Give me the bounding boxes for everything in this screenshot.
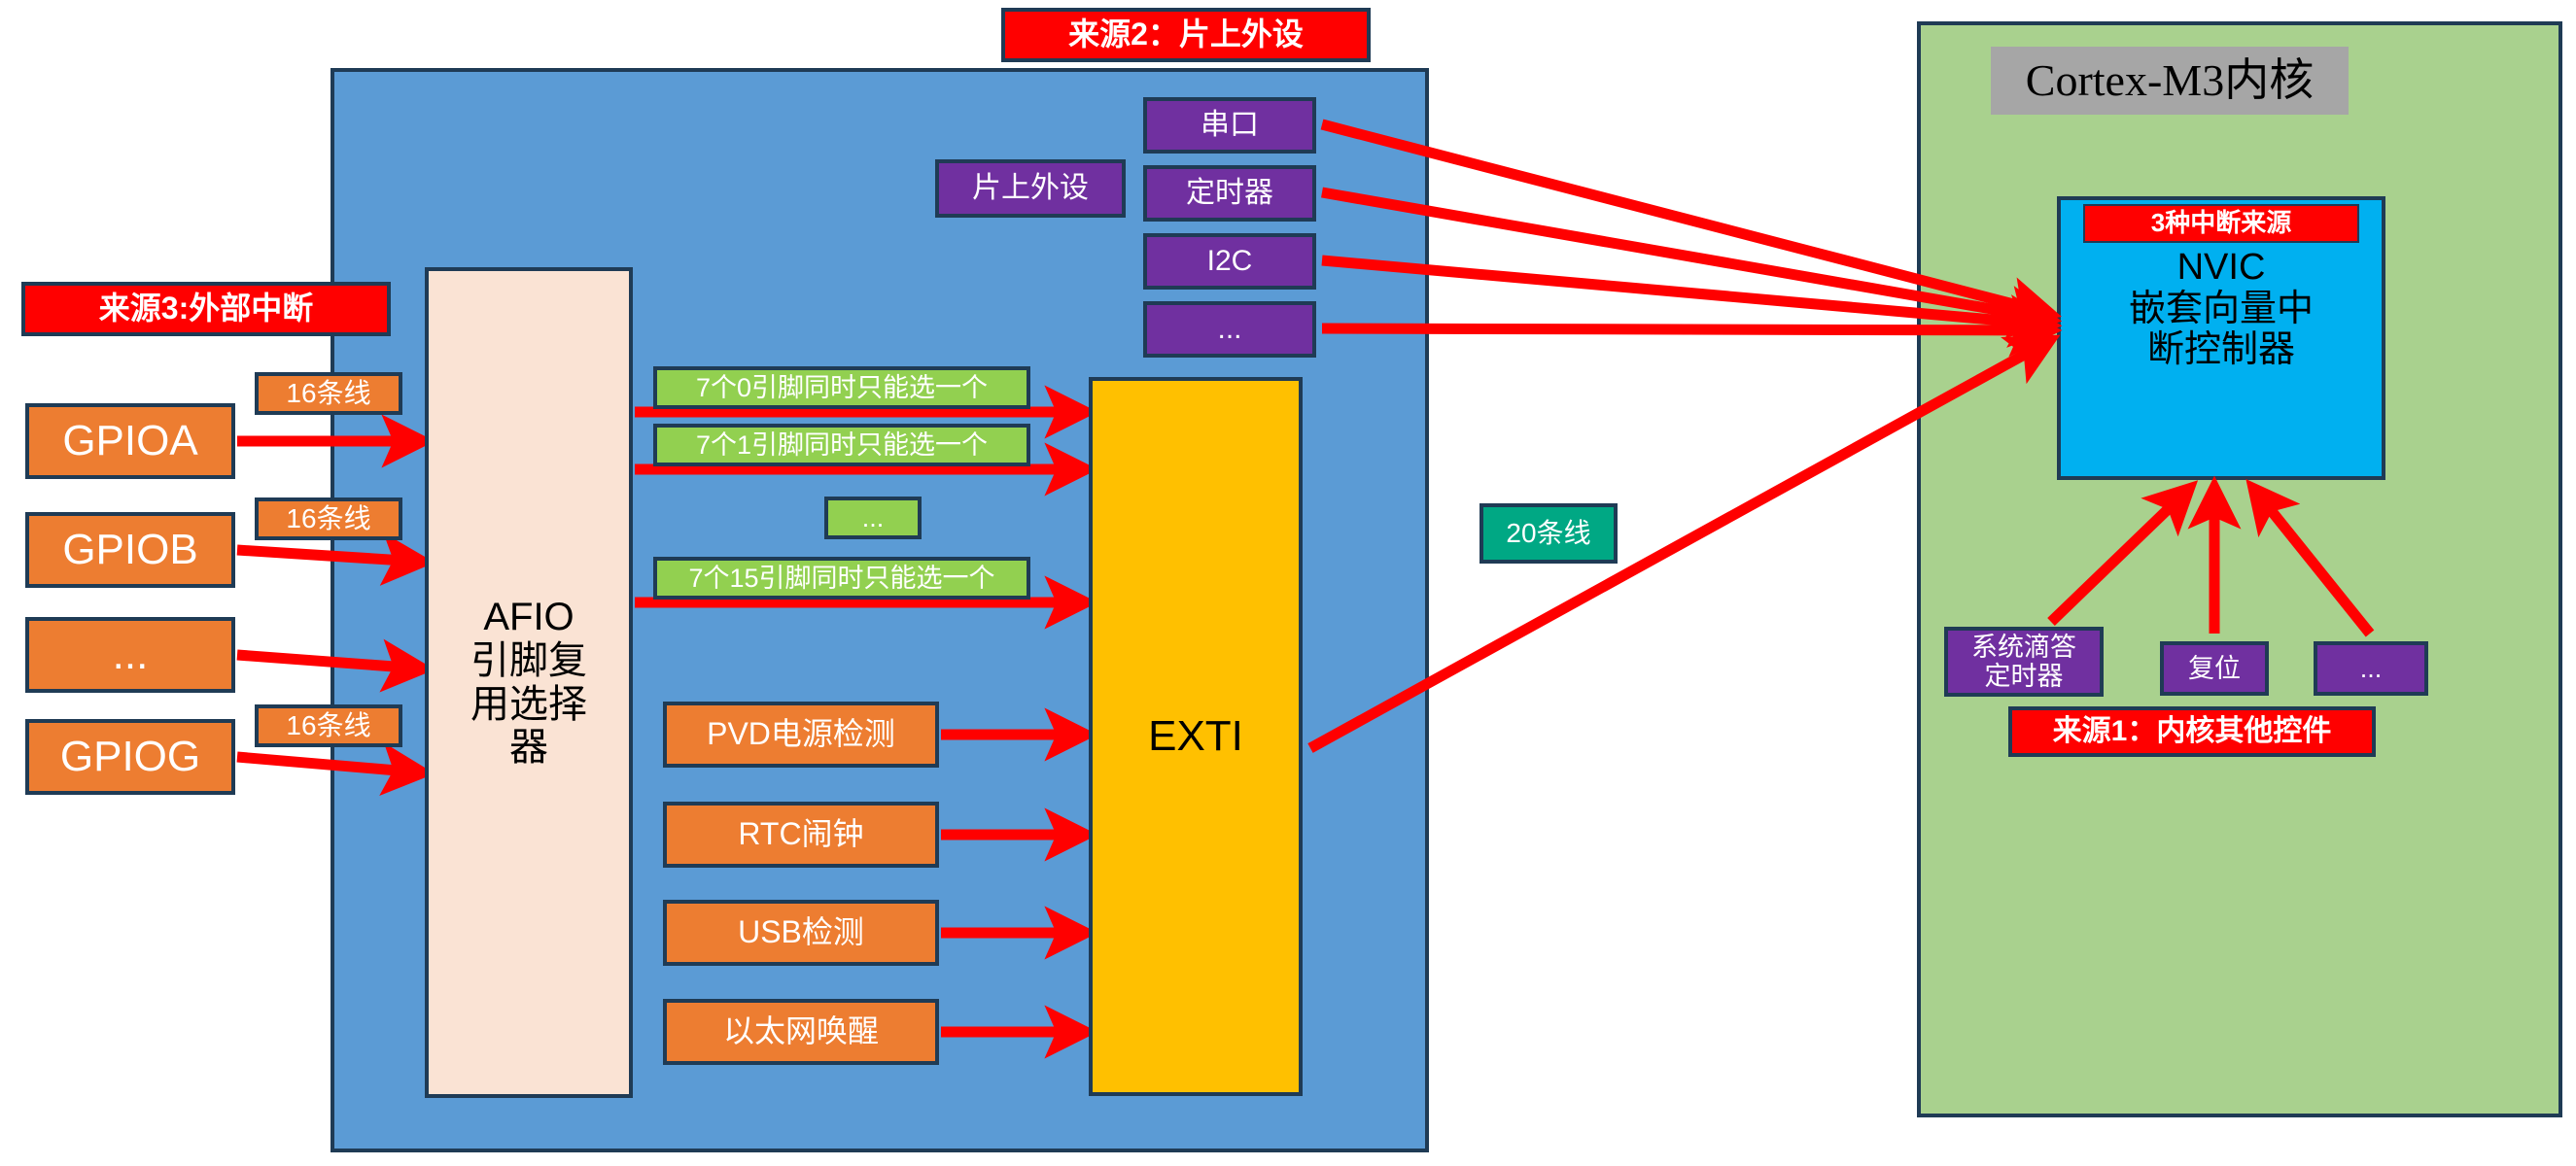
banner-source2: 来源2：片上外设	[1001, 8, 1371, 62]
pinmux-label-0: 7个0引脚同时只能选一个	[653, 366, 1030, 409]
line-count-gpiob: 16条线	[255, 497, 402, 540]
arrow-core-ellipsis-to-nvic	[2245, 478, 2375, 637]
arrow-timer-to-nvic	[1321, 187, 2063, 339]
core-source-reset[interactable]: 复位	[2160, 641, 2269, 696]
onchip-peripheral-uart[interactable]: 串口	[1143, 97, 1316, 154]
onchip-peripheral-i2c[interactable]: I2C	[1143, 233, 1316, 290]
exti-to-nvic-line-count: 20条线	[1479, 503, 1618, 564]
onchip-peripheral-ellipsis[interactable]: ...	[1143, 301, 1316, 358]
gpio-block-gpiob[interactable]: GPIOB	[25, 512, 235, 588]
gpio-block-gpiog[interactable]: GPIOG	[25, 719, 235, 795]
exti-source-rtc[interactable]: RTC闹钟	[663, 802, 939, 868]
banner-source1: 来源1：内核其他控件	[2008, 706, 2376, 757]
nvic-source-count-badge: 3种中断来源	[2083, 204, 2359, 243]
core-source-ellipsis[interactable]: ...	[2314, 641, 2428, 696]
core-source-systick[interactable]: 系统滴答 定时器	[1944, 627, 2104, 697]
afio-pin-mux-block[interactable]: AFIO 引脚复 用选择 器	[425, 267, 633, 1098]
exti-source-usb[interactable]: USB检测	[663, 900, 939, 966]
arrow-peripheral-ellipsis-to-nvic	[1321, 303, 2063, 358]
arrow-i2c-to-nvic	[1321, 255, 2063, 348]
core-title: Cortex-M3内核	[1991, 47, 2349, 115]
arrow-gpiox-to-afio	[236, 638, 435, 693]
arrow-gpiob-to-afio	[236, 532, 435, 586]
line-count-gpiog: 16条线	[255, 704, 402, 747]
gpio-block-ellipsis[interactable]: ...	[25, 617, 235, 693]
onchip-peripheral-timer[interactable]: 定时器	[1143, 165, 1316, 222]
arrow-gpiog-to-afio	[236, 742, 435, 797]
nvic-block[interactable]: 3种中断来源 NVIC 嵌套向量中 断控制器	[2057, 196, 2385, 480]
banner-source3: 来源3:外部中断	[21, 282, 391, 336]
line-count-gpioa: 16条线	[255, 372, 402, 415]
arrow-uart-to-nvic	[1320, 119, 2062, 329]
onchip-peripheral-group-label: 片上外设	[935, 159, 1126, 218]
exti-source-pvd[interactable]: PVD电源检测	[663, 702, 939, 768]
pinmux-label-ellipsis: ...	[824, 497, 922, 539]
pinmux-label-1: 7个1引脚同时只能选一个	[653, 424, 1030, 466]
exti-block[interactable]: EXTI	[1089, 377, 1303, 1096]
arrow-exti-to-nvic	[1307, 334, 2061, 753]
arrow-systick-to-nvic	[2047, 480, 2199, 626]
exti-source-ethernet[interactable]: 以太网唤醒	[663, 999, 939, 1065]
pinmux-label-15: 7个15引脚同时只能选一个	[653, 557, 1030, 600]
nvic-label: NVIC 嵌套向量中 断控制器	[2128, 247, 2314, 371]
gpio-block-gpioa[interactable]: GPIOA	[25, 403, 235, 479]
